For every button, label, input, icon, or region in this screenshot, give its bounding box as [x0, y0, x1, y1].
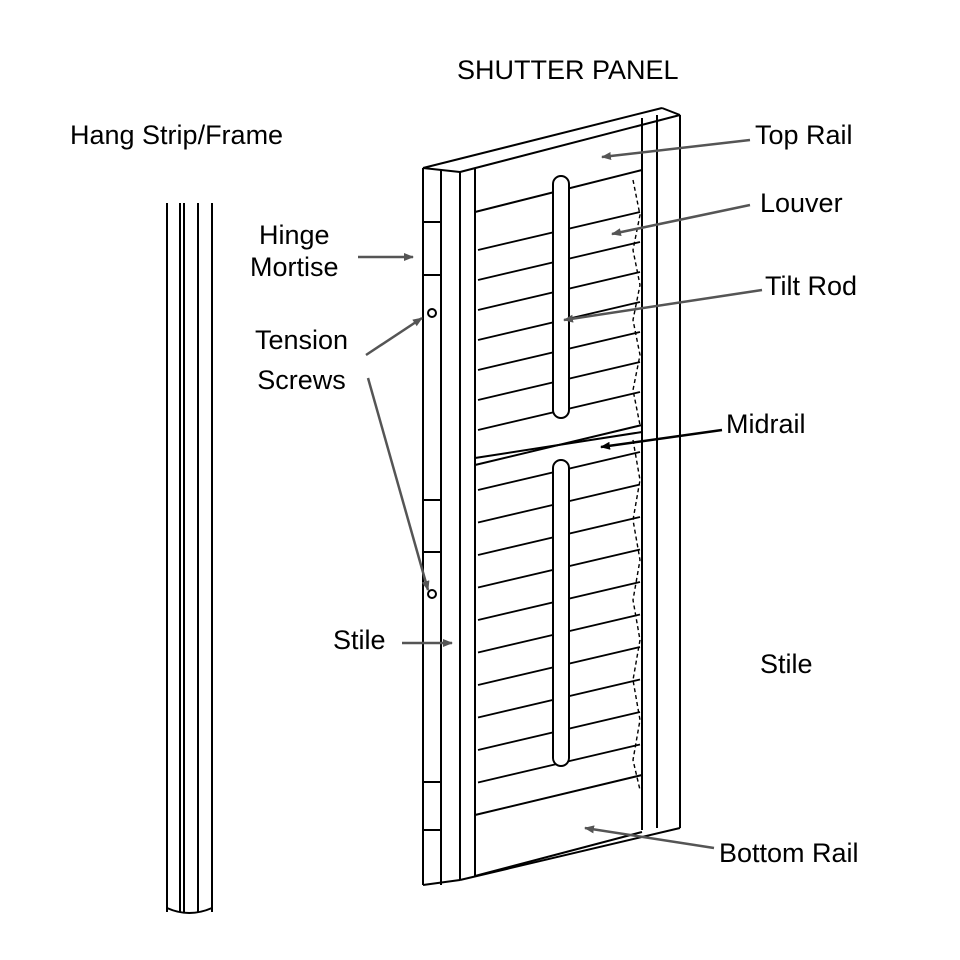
louver-edge-dashes	[632, 179, 641, 791]
label-hinge-mortise-line2: Mortise	[250, 252, 339, 282]
label-stile-left: Stile	[333, 625, 386, 655]
label-louver: Louver	[760, 188, 843, 218]
arrow-tension-screw-upper	[365, 316, 423, 357]
label-hinge-mortise: Hinge Mortise	[250, 219, 339, 283]
label-top-rail: Top Rail	[755, 120, 853, 150]
diagram-title: SHUTTER PANEL	[457, 55, 679, 85]
label-hang-strip-frame: Hang Strip/Frame	[70, 120, 284, 150]
label-tension-screws-line1: Tension	[255, 325, 349, 355]
hang-strip-frame	[166, 203, 213, 914]
arrow-tension-screw-lower	[366, 377, 430, 591]
label-midrail: Midrail	[726, 409, 806, 439]
arrow-midrail	[600, 428, 723, 450]
arrow-bottom-rail	[584, 825, 715, 850]
label-tension-screws: Tension Screws	[255, 320, 348, 400]
arrow-tilt-rod	[563, 288, 763, 323]
label-tilt-rod: Tilt Rod	[765, 271, 858, 301]
label-bottom-rail: Bottom Rail	[719, 838, 859, 868]
label-stile-right: Stile	[760, 649, 813, 679]
tilt-rod-upper	[552, 175, 570, 419]
tilt-rod-lower	[552, 459, 570, 767]
shutter-panel	[422, 107, 681, 886]
arrow-louver	[611, 203, 751, 237]
label-hinge-mortise-line1: Hinge	[258, 220, 330, 250]
leader-arrows	[358, 138, 763, 850]
tilt-rods	[552, 175, 570, 767]
label-tension-screws-line2: Screws	[257, 365, 346, 395]
arrow-top-rail	[601, 138, 751, 160]
